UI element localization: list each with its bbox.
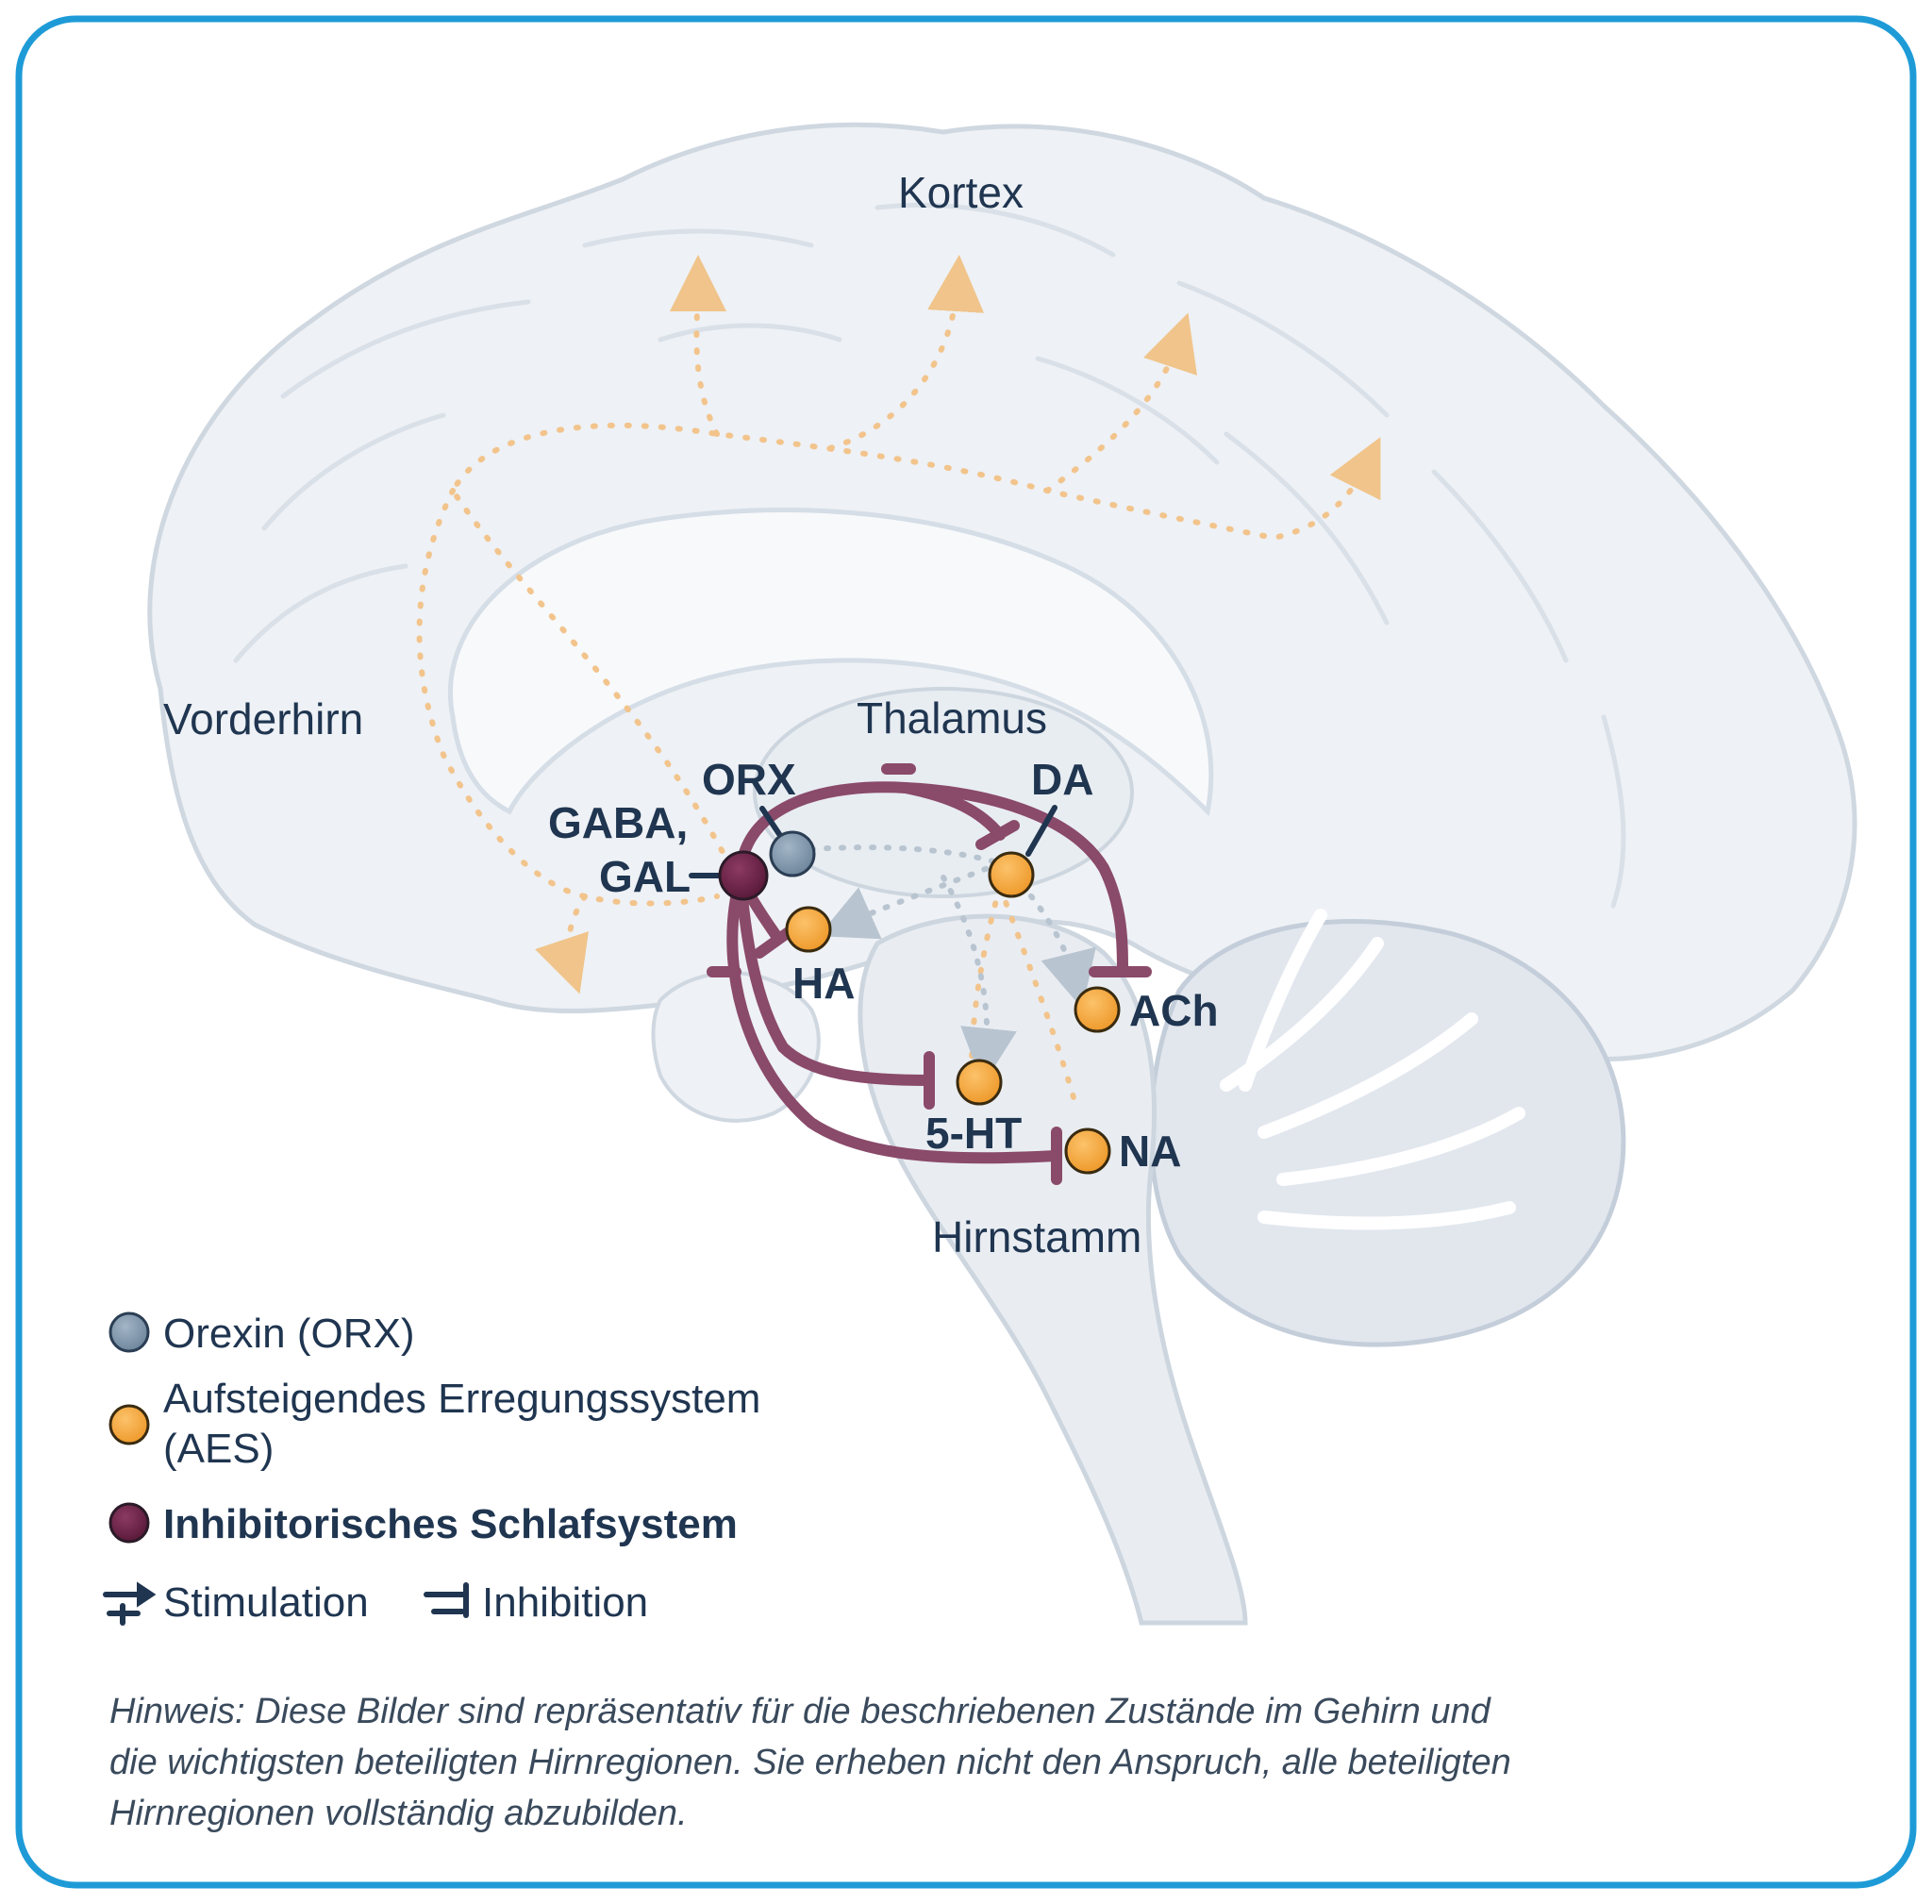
- legend-stimulation-label: Stimulation: [163, 1579, 369, 1626]
- note-line3: Hirnregionen vollständig abzubilden.: [109, 1794, 688, 1833]
- legend-orexin-swatch: [108, 1311, 150, 1353]
- legend-orexin-label: Orexin (ORX): [163, 1311, 414, 1357]
- legend-inhibition-label: Inhibition: [482, 1579, 648, 1626]
- legend: Orexin (ORX) Aufsteigendes Erregungssyst…: [103, 1311, 760, 1626]
- acetylcholine-node: [1074, 986, 1121, 1033]
- histamine-node: [785, 906, 832, 953]
- arbor-vitae: [1220, 909, 1525, 1230]
- serotonin-node: [956, 1059, 1003, 1106]
- legend-aes-label-line1: Aufsteigendes Erregungssystem: [163, 1376, 760, 1422]
- thalamus-label: Thalamus: [857, 693, 1047, 743]
- note-line2: die wichtigsten beteiligten Hirnregionen…: [109, 1743, 1511, 1782]
- cortex-label: Kortex: [898, 168, 1024, 217]
- brain-illustration: [147, 122, 1857, 1626]
- orexin-node: [769, 830, 816, 877]
- inhibitory-pathways: [707, 763, 1152, 1185]
- legend-aes-label-line2: (AES): [163, 1426, 274, 1472]
- note-line1: Hinweis: Diese Bilder sind repräsentativ…: [109, 1692, 1492, 1731]
- na-label: NA: [1119, 1127, 1181, 1176]
- note: Hinweis: Diese Bilder sind repräsentativ…: [109, 1692, 1511, 1833]
- corpus-callosum: [448, 508, 1214, 817]
- da-label: DA: [1031, 755, 1093, 804]
- ha-label: HA: [792, 959, 855, 1008]
- gaba-gal-node: [718, 850, 769, 901]
- legend-inhibitory-label: Inhibitorisches Schlafsystem: [163, 1501, 738, 1547]
- cortex-folds: [233, 202, 1626, 909]
- orx-label: ORX: [702, 755, 796, 804]
- dopamine-node: [988, 851, 1035, 898]
- cerebellum-shape: [1148, 919, 1626, 1347]
- gaba-label-line2: GAL: [599, 852, 691, 901]
- stimulation-icon: [103, 1581, 157, 1626]
- legend-aes-swatch: [108, 1404, 150, 1445]
- noradrenaline-node: [1064, 1127, 1111, 1175]
- forebrain-label: Vorderhirn: [163, 694, 363, 743]
- serotonin-label: 5-HT: [925, 1109, 1022, 1158]
- ach-label: ACh: [1129, 986, 1219, 1035]
- legend-inhibitory-swatch: [108, 1502, 150, 1544]
- brainstem-label: Hirnstamm: [932, 1212, 1141, 1261]
- nuclei: [718, 830, 1121, 1175]
- inhibition-icon: [424, 1582, 469, 1618]
- gaba-label-line1: GABA,: [548, 798, 688, 847]
